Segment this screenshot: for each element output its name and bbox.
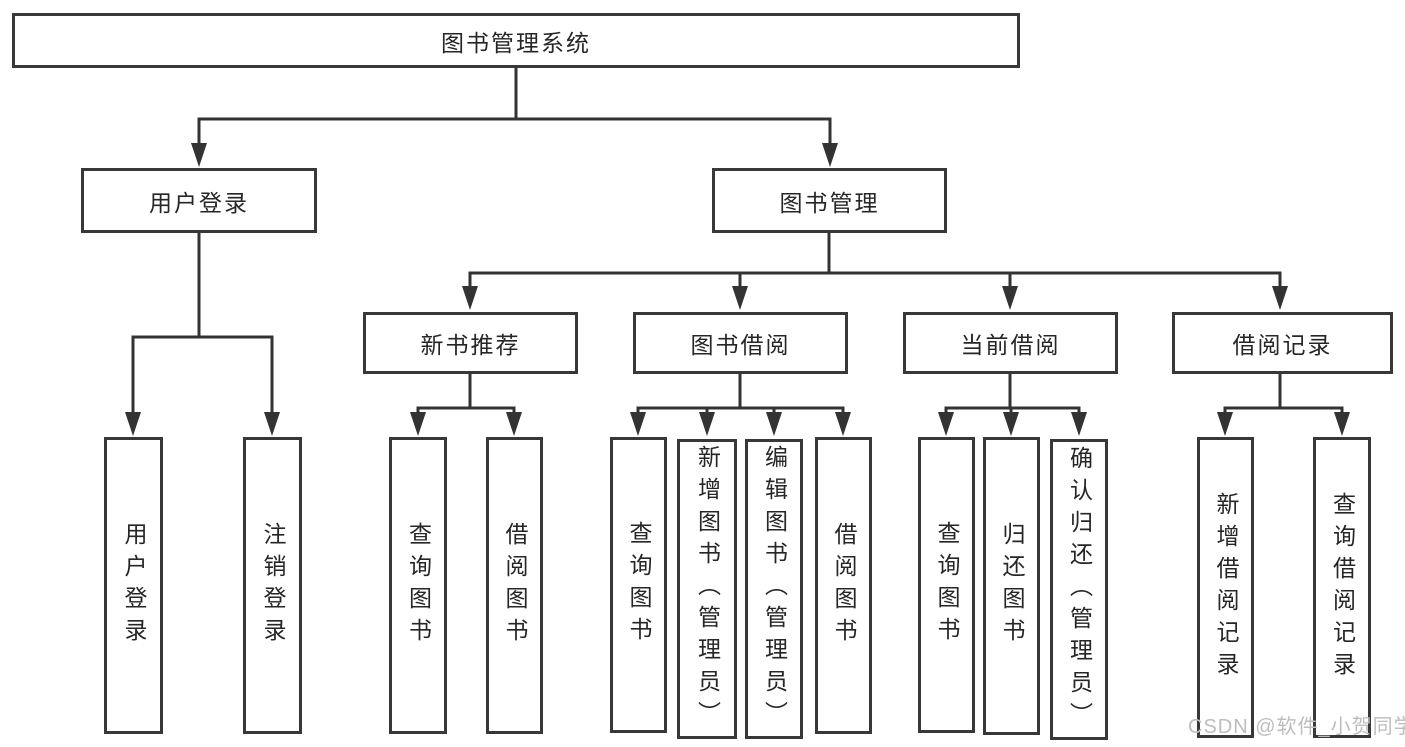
arrowhead (506, 412, 522, 436)
node-label: 查询借阅记录 (1329, 491, 1356, 684)
leaf-borrow-borrow: 借阅图书 (815, 437, 872, 734)
arrowhead (1002, 286, 1018, 310)
leaf-newbook-borrow: 借阅图书 (486, 437, 543, 734)
node-user-login: 用户登录 (81, 168, 317, 233)
node-label: 查询图书 (626, 521, 652, 649)
node-label: 图书管理 (779, 189, 880, 216)
node-label: 查询图书 (934, 521, 960, 649)
connector-new-book (416, 372, 516, 422)
node-label: 新增借阅记录 (1213, 491, 1239, 684)
arrowhead (822, 143, 838, 167)
node-book-management: 图书管理 (712, 168, 947, 233)
connector-book-management (468, 231, 1282, 296)
node-label: 借阅图书 (502, 521, 528, 650)
node-label: 查询图书 (405, 521, 432, 650)
arrowhead (462, 286, 478, 310)
node-label: 借阅记录 (1232, 332, 1333, 358)
node-label: 图书借阅 (690, 332, 791, 358)
node-label: 图书管理系统 (441, 29, 591, 56)
arrowhead (410, 412, 426, 436)
node-borrow-record: 借阅记录 (1172, 312, 1393, 374)
arrowhead (1071, 412, 1087, 436)
node-label: 新书推荐 (420, 332, 521, 358)
node-label: 借阅图书 (831, 521, 857, 650)
node-label: 编辑图书（管理员） (761, 445, 788, 733)
leaf-record-add: 新增借阅记录 (1197, 437, 1254, 738)
node-label: 用户登录 (121, 521, 147, 650)
node-label: 归还图书 (999, 522, 1025, 650)
leaf-current-confirm: 确认归还（管理员） (1050, 439, 1108, 740)
csdn-watermark: CSDN @软件_小贺同学 (1188, 716, 1405, 738)
leaf-logout: 注销登录 (243, 437, 302, 734)
node-current-borrow: 当前借阅 (903, 312, 1118, 374)
arrowhead (732, 286, 748, 310)
leaf-borrow-edit: 编辑图书（管理员） (745, 439, 803, 739)
connector-book-borrow (636, 372, 845, 422)
arrowhead (630, 412, 646, 436)
arrowhead (264, 412, 280, 436)
node-label: 新增图书（管理员） (694, 445, 721, 733)
arrowhead (699, 412, 715, 436)
arrowhead (938, 412, 954, 436)
node-label: 当前借阅 (960, 332, 1061, 358)
connector-root (197, 66, 832, 152)
leaf-user-login: 用户登录 (104, 437, 163, 734)
arrowhead (1334, 412, 1350, 436)
arrowhead (835, 412, 851, 436)
leaf-record-query: 查询借阅记录 (1313, 437, 1371, 738)
arrowhead (1217, 412, 1233, 436)
node-new-book-recommend: 新书推荐 (363, 312, 578, 374)
node-label: 确认归还（管理员） (1066, 445, 1093, 734)
node-book-borrow: 图书借阅 (633, 312, 848, 374)
leaf-current-return: 归还图书 (983, 437, 1040, 735)
leaf-borrow-query: 查询图书 (610, 437, 667, 733)
leaf-current-query: 查询图书 (918, 437, 975, 733)
leaf-newbook-query: 查询图书 (389, 437, 447, 734)
arrowhead (1272, 286, 1288, 310)
arrowhead (1003, 412, 1019, 436)
connector-user-login (131, 231, 274, 422)
node-label: 注销登录 (260, 521, 286, 650)
node-library-system: 图书管理系统 (12, 13, 1020, 68)
node-label: 用户登录 (149, 189, 249, 216)
arrowhead (191, 143, 207, 167)
connector-borrow-record (1223, 372, 1344, 422)
arrowhead (125, 412, 141, 436)
leaf-borrow-add: 新增图书（管理员） (677, 439, 737, 739)
arrowhead (766, 412, 782, 436)
